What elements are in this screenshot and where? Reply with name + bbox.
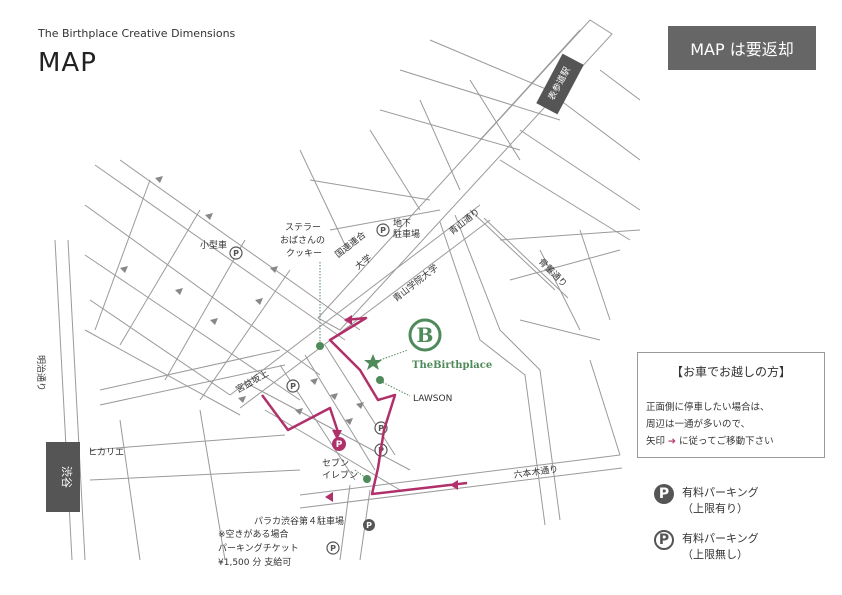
info-line-3-b: に従ってご移動下さい <box>679 436 774 447</box>
aoyama-dori-label: 青山通り <box>446 206 482 238</box>
parking-filled-icon: P <box>654 484 674 504</box>
stellar-label-2: おばさんの <box>280 235 325 246</box>
legend-paid-limited: P 有料パーキング （上限有り） <box>654 484 759 516</box>
route-arrow-icon: ➔ <box>668 436 677 447</box>
info-line-2: 周辺は一通が多いので、 <box>646 419 751 430</box>
meiji-dori-label: 明治通り <box>35 355 47 391</box>
parking-outline-icon: P <box>654 530 674 550</box>
underground-parking-label-2: 駐車場 <box>393 228 420 240</box>
paraca-parking-label-1: パラカ渋谷第４駐車場 <box>254 515 344 527</box>
legend-paid-limited-label-2: （上限有り） <box>682 502 748 515</box>
road-network <box>54 19 641 561</box>
birthplace-logo: B TheBirthplace <box>408 318 492 371</box>
shibuya-station: 渋谷 <box>46 442 80 512</box>
paraca-parking-label-4: ¥1,500 分 支給可 <box>218 556 291 568</box>
route-arrow-icons <box>325 315 458 502</box>
legend-paid-unlimited-label-2: （上限無し） <box>682 548 748 561</box>
stellar-label-1: ステラー <box>285 222 321 233</box>
svg-text:B: B <box>417 323 434 347</box>
parking-icon-south-2: P <box>330 544 336 553</box>
miyamasuzaka-label: 宮益坂上 <box>234 367 271 395</box>
info-box-title: 【お車でお越しの方】 <box>670 365 791 379</box>
destination-star-icon <box>364 354 382 370</box>
parking-icon-south: P <box>366 521 372 530</box>
stellar-label-3: クッキー <box>286 248 322 259</box>
parking-icon-east: P <box>378 424 384 433</box>
driving-info-box: 【お車でお越しの方】 正面側に停車したい場合は、 周辺は一通が多いので、 矢印 … <box>637 352 825 458</box>
aogaku-label: 青山学院大学 <box>390 262 440 305</box>
seven-eleven-label-2: イレブン <box>322 469 358 481</box>
legend-paid-unlimited: P 有料パーキング （上限無し） <box>654 530 759 562</box>
parking-icon-small-car: P <box>233 249 239 258</box>
page-title: MAP <box>38 48 97 78</box>
seven-eleven-label-1: セブン <box>322 457 349 469</box>
hikarie-label: ヒカリエ <box>88 447 124 458</box>
parking-icon-central: P <box>290 382 296 391</box>
info-line-1: 正面側に停車したい場合は、 <box>646 402 770 413</box>
info-line-3: 矢印 ➔ に従ってご移動下さい <box>646 433 774 447</box>
underground-parking-label-1: 地下 <box>393 217 411 229</box>
legend-paid-unlimited-label-1: 有料パーキング <box>682 532 759 545</box>
return-map-badge: MAP は要返却 <box>668 26 816 70</box>
kokuren-label-1: 国連連合 <box>332 229 368 261</box>
shibuya-label: 渋谷 <box>60 466 73 488</box>
birthplace-label: TheBirthplace <box>412 360 492 371</box>
subtitle: The Birthplace Creative Dimensions <box>38 27 236 40</box>
legend-paid-limited-label-1: 有料パーキング <box>682 486 759 499</box>
parking-icon-underground: P <box>380 226 386 235</box>
info-line-3-a: 矢印 <box>646 436 666 447</box>
paraca-parking-label-3: パーキングチケット <box>218 542 299 554</box>
paraca-parking-label-2: ※空きがある場合 <box>218 528 289 540</box>
lawson-label: LAWSON <box>413 394 452 404</box>
parking-icon-paraca: P <box>336 440 343 450</box>
driving-route <box>260 316 468 496</box>
one-way-arrow-icons <box>120 176 364 425</box>
small-car-label: 小型車 <box>200 239 227 251</box>
